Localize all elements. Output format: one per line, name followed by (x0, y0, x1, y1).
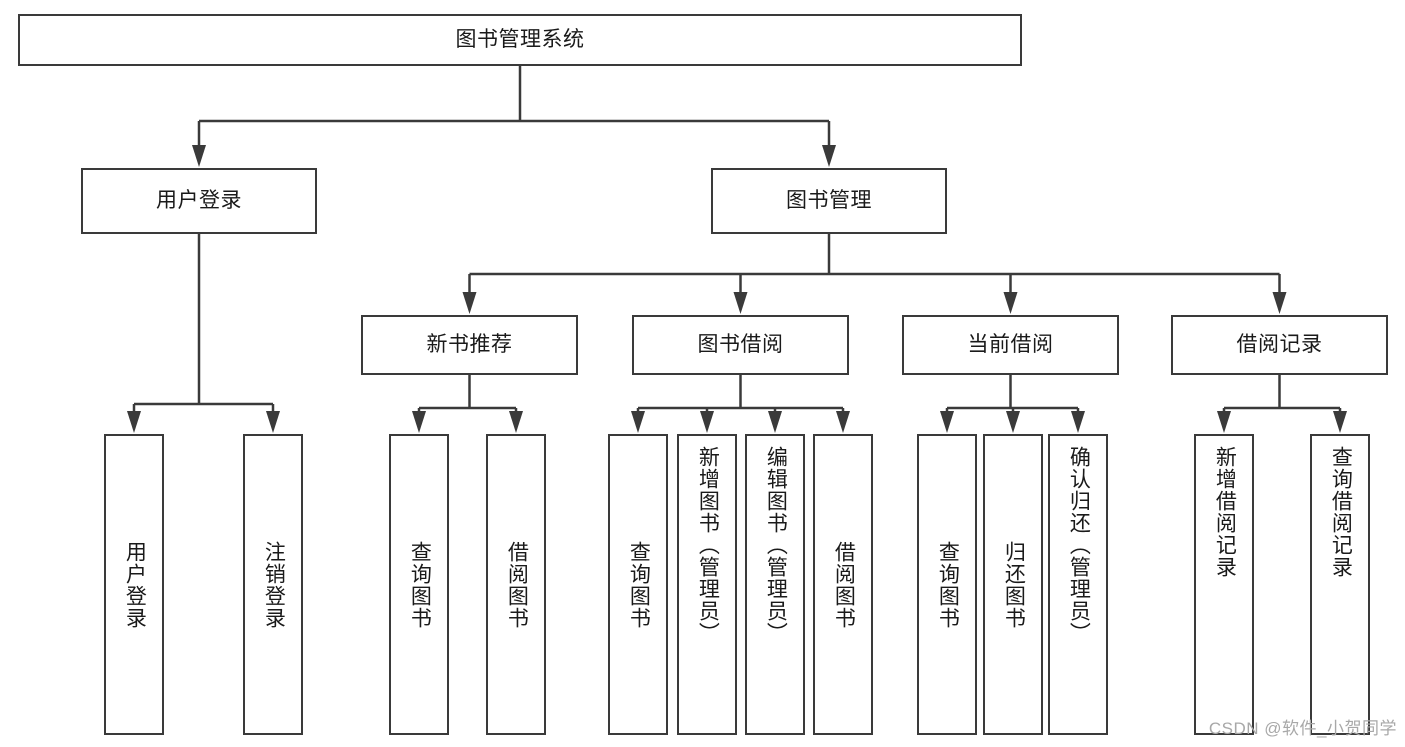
arrowhead-leaf-edit-book (768, 411, 782, 433)
arrowhead-user-login (192, 145, 206, 167)
node-label: 查询借阅记录 (1329, 446, 1353, 578)
node-label: 图书管理 (786, 189, 872, 213)
arrowhead-current-borrow (1003, 292, 1018, 314)
arrowhead-leaf-query-book-3 (940, 411, 954, 433)
node-leaf-borrow-book-2[interactable]: 借阅图书 (813, 434, 873, 735)
node-borrow-record[interactable]: 借阅记录 (1171, 315, 1388, 375)
node-label: 用户登录 (123, 540, 147, 629)
arrowhead-book-manage (822, 145, 836, 167)
node-leaf-return-book[interactable]: 归还图书 (983, 434, 1043, 735)
node-label: 新增借阅记录 (1213, 446, 1237, 578)
node-label: 借阅记录 (1236, 333, 1323, 357)
node-label: 新增图书（管理员） (696, 446, 720, 644)
node-label: 确认归还（管理员） (1067, 446, 1091, 644)
node-leaf-add-record[interactable]: 新增借阅记录 (1194, 434, 1254, 735)
node-new-book-rec[interactable]: 新书推荐 (361, 315, 578, 375)
node-label: 归还图书 (1002, 540, 1026, 629)
node-leaf-query-book-3[interactable]: 查询图书 (917, 434, 977, 735)
arrowhead-leaf-query-record (1333, 411, 1347, 433)
node-leaf-user-logout[interactable]: 注销登录 (243, 434, 303, 735)
arrowhead-leaf-add-book (700, 411, 714, 433)
node-label: 用户登录 (156, 189, 242, 213)
node-label: 查询图书 (627, 540, 651, 629)
arrowhead-leaf-user-login (127, 411, 141, 433)
arrowhead-new-book-rec (462, 292, 477, 314)
node-label: 查询图书 (408, 540, 432, 629)
arrowhead-leaf-borrow-book-1 (509, 411, 523, 433)
node-user-login[interactable]: 用户登录 (81, 168, 317, 234)
arrowhead-leaf-query-book-2 (631, 411, 645, 433)
node-leaf-query-book-1[interactable]: 查询图书 (389, 434, 449, 735)
node-current-borrow[interactable]: 当前借阅 (902, 315, 1119, 375)
node-label: 图书借阅 (697, 333, 784, 357)
node-leaf-edit-book[interactable]: 编辑图书（管理员） (745, 434, 805, 735)
arrowhead-book-borrow (733, 292, 748, 314)
arrowhead-leaf-return-book (1006, 411, 1020, 433)
node-label: 图书管理系统 (455, 28, 585, 52)
arrowhead-leaf-confirm-return (1071, 411, 1085, 433)
node-label: 借阅图书 (832, 540, 856, 629)
arrowhead-borrow-record (1272, 292, 1287, 314)
arrowhead-leaf-borrow-book-2 (836, 411, 850, 433)
node-leaf-confirm-return[interactable]: 确认归还（管理员） (1048, 434, 1108, 735)
node-leaf-borrow-book-1[interactable]: 借阅图书 (486, 434, 546, 735)
node-book-borrow[interactable]: 图书借阅 (632, 315, 849, 375)
arrowhead-leaf-user-logout (266, 411, 280, 433)
node-root[interactable]: 图书管理系统 (18, 14, 1022, 66)
node-label: 查询图书 (936, 540, 960, 629)
node-label: 新书推荐 (426, 333, 513, 357)
node-label: 注销登录 (262, 540, 286, 629)
node-leaf-query-book-2[interactable]: 查询图书 (608, 434, 668, 735)
arrowhead-leaf-add-record (1217, 411, 1231, 433)
arrowhead-leaf-query-book-1 (412, 411, 426, 433)
node-leaf-query-record[interactable]: 查询借阅记录 (1310, 434, 1370, 735)
node-label: 编辑图书（管理员） (764, 446, 788, 644)
node-leaf-add-book[interactable]: 新增图书（管理员） (677, 434, 737, 735)
node-label: 当前借阅 (967, 333, 1054, 357)
node-label: 借阅图书 (505, 540, 529, 629)
node-leaf-user-login[interactable]: 用户登录 (104, 434, 164, 735)
node-book-manage[interactable]: 图书管理 (711, 168, 947, 234)
